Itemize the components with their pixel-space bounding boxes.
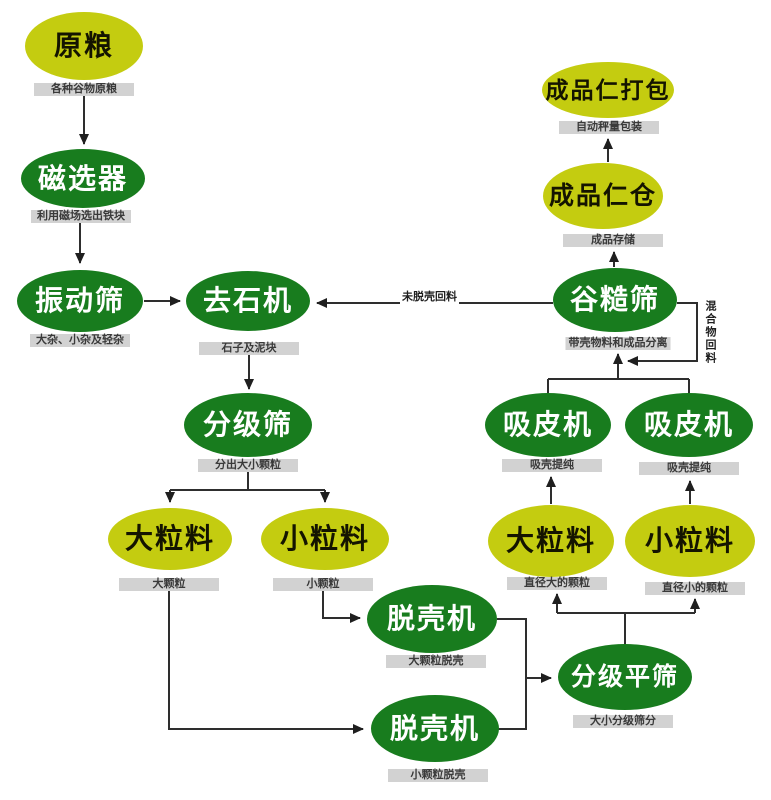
node-large-material-left-label: 大粒料 — [124, 523, 215, 554]
node-grading-screen: 分级筛 — [184, 393, 312, 457]
node-husk-suction-right: 吸皮机 — [625, 393, 753, 457]
node-magnetic-separator-label: 磁选器 — [37, 162, 128, 194]
node-paddy-sieve-label: 谷糙筛 — [569, 284, 660, 315]
sublabel-vibrating-screen: 大杂、小杂及轻杂 — [30, 334, 130, 347]
edge-label-mixture-return: 混合物回料 — [704, 300, 716, 365]
node-paddy-sieve: 谷糙筛 — [553, 268, 677, 332]
sublabel-magnetic-separator: 利用磁场选出铁块 — [31, 210, 131, 223]
sublabel-husker-top: 大颗粒脱壳 — [386, 655, 486, 668]
sublabel-paddy-sieve: 带壳物料和成品分离 — [565, 337, 671, 350]
sublabel-kernel-packing: 自动秤量包装 — [559, 121, 659, 134]
node-husk-suction-right-label: 吸皮机 — [643, 409, 734, 440]
node-large-material-right-label: 大粒料 — [505, 525, 596, 556]
node-grading-screen-label: 分级筛 — [202, 409, 293, 440]
node-husker-bottom-label: 脱壳机 — [389, 712, 480, 744]
sublabel-small-material-right: 直径小的颗粒 — [645, 582, 745, 595]
node-small-material-left: 小粒料 — [261, 508, 389, 570]
node-small-material-right: 小粒料 — [625, 505, 755, 577]
node-grading-flat-screen-label: 分级平筛 — [570, 662, 679, 691]
node-husker-top: 脱壳机 — [367, 585, 497, 653]
node-small-material-right-label: 小粒料 — [644, 525, 735, 556]
node-husk-suction-left-label: 吸皮机 — [502, 409, 593, 440]
sublabel-grading-flat-screen: 大小分级筛分 — [573, 715, 673, 728]
sublabel-small-material-left: 小颗粒 — [273, 578, 373, 591]
node-vibrating-screen: 振动筛 — [17, 270, 143, 332]
node-large-material-left: 大粒料 — [108, 508, 232, 570]
sublabel-large-material-right: 直径大的颗粒 — [507, 577, 607, 590]
sublabel-husk-suction-left: 吸壳提纯 — [502, 459, 602, 472]
node-kernel-packing-label: 成品仁打包 — [545, 76, 671, 103]
edge-label-unhulled-return: 未脱壳回料 — [400, 288, 459, 304]
sublabel-destoner: 石子及泥块 — [199, 342, 299, 355]
node-husk-suction-left: 吸皮机 — [485, 393, 611, 457]
sublabel-grading-screen: 分出大小颗粒 — [198, 459, 298, 472]
sublabel-husker-bottom: 小颗粒脱壳 — [388, 769, 488, 782]
node-husker-bottom: 脱壳机 — [371, 695, 499, 762]
node-destoner-label: 去石机 — [202, 285, 293, 316]
node-small-material-left-label: 小粒料 — [279, 523, 370, 554]
sublabel-large-material-left: 大颗粒 — [119, 578, 219, 591]
node-kernel-bin: 成品仁仓 — [543, 163, 663, 229]
node-destoner: 去石机 — [186, 271, 310, 331]
node-raw-grain: 原粮 — [25, 12, 143, 80]
node-vibrating-screen-label: 振动筛 — [34, 285, 125, 316]
node-kernel-bin-label: 成品仁仓 — [548, 181, 657, 210]
node-husker-top-label: 脱壳机 — [386, 603, 477, 634]
node-grading-flat-screen: 分级平筛 — [558, 644, 692, 710]
node-large-material-right: 大粒料 — [488, 505, 614, 577]
sublabel-raw-grain: 各种谷物原粮 — [34, 83, 134, 96]
node-kernel-packing: 成品仁打包 — [542, 62, 674, 118]
sublabel-kernel-bin: 成品存储 — [563, 234, 663, 247]
node-magnetic-separator: 磁选器 — [21, 149, 145, 208]
node-raw-grain-label: 原粮 — [53, 30, 114, 61]
sublabel-husk-suction-right: 吸壳提纯 — [639, 462, 739, 475]
